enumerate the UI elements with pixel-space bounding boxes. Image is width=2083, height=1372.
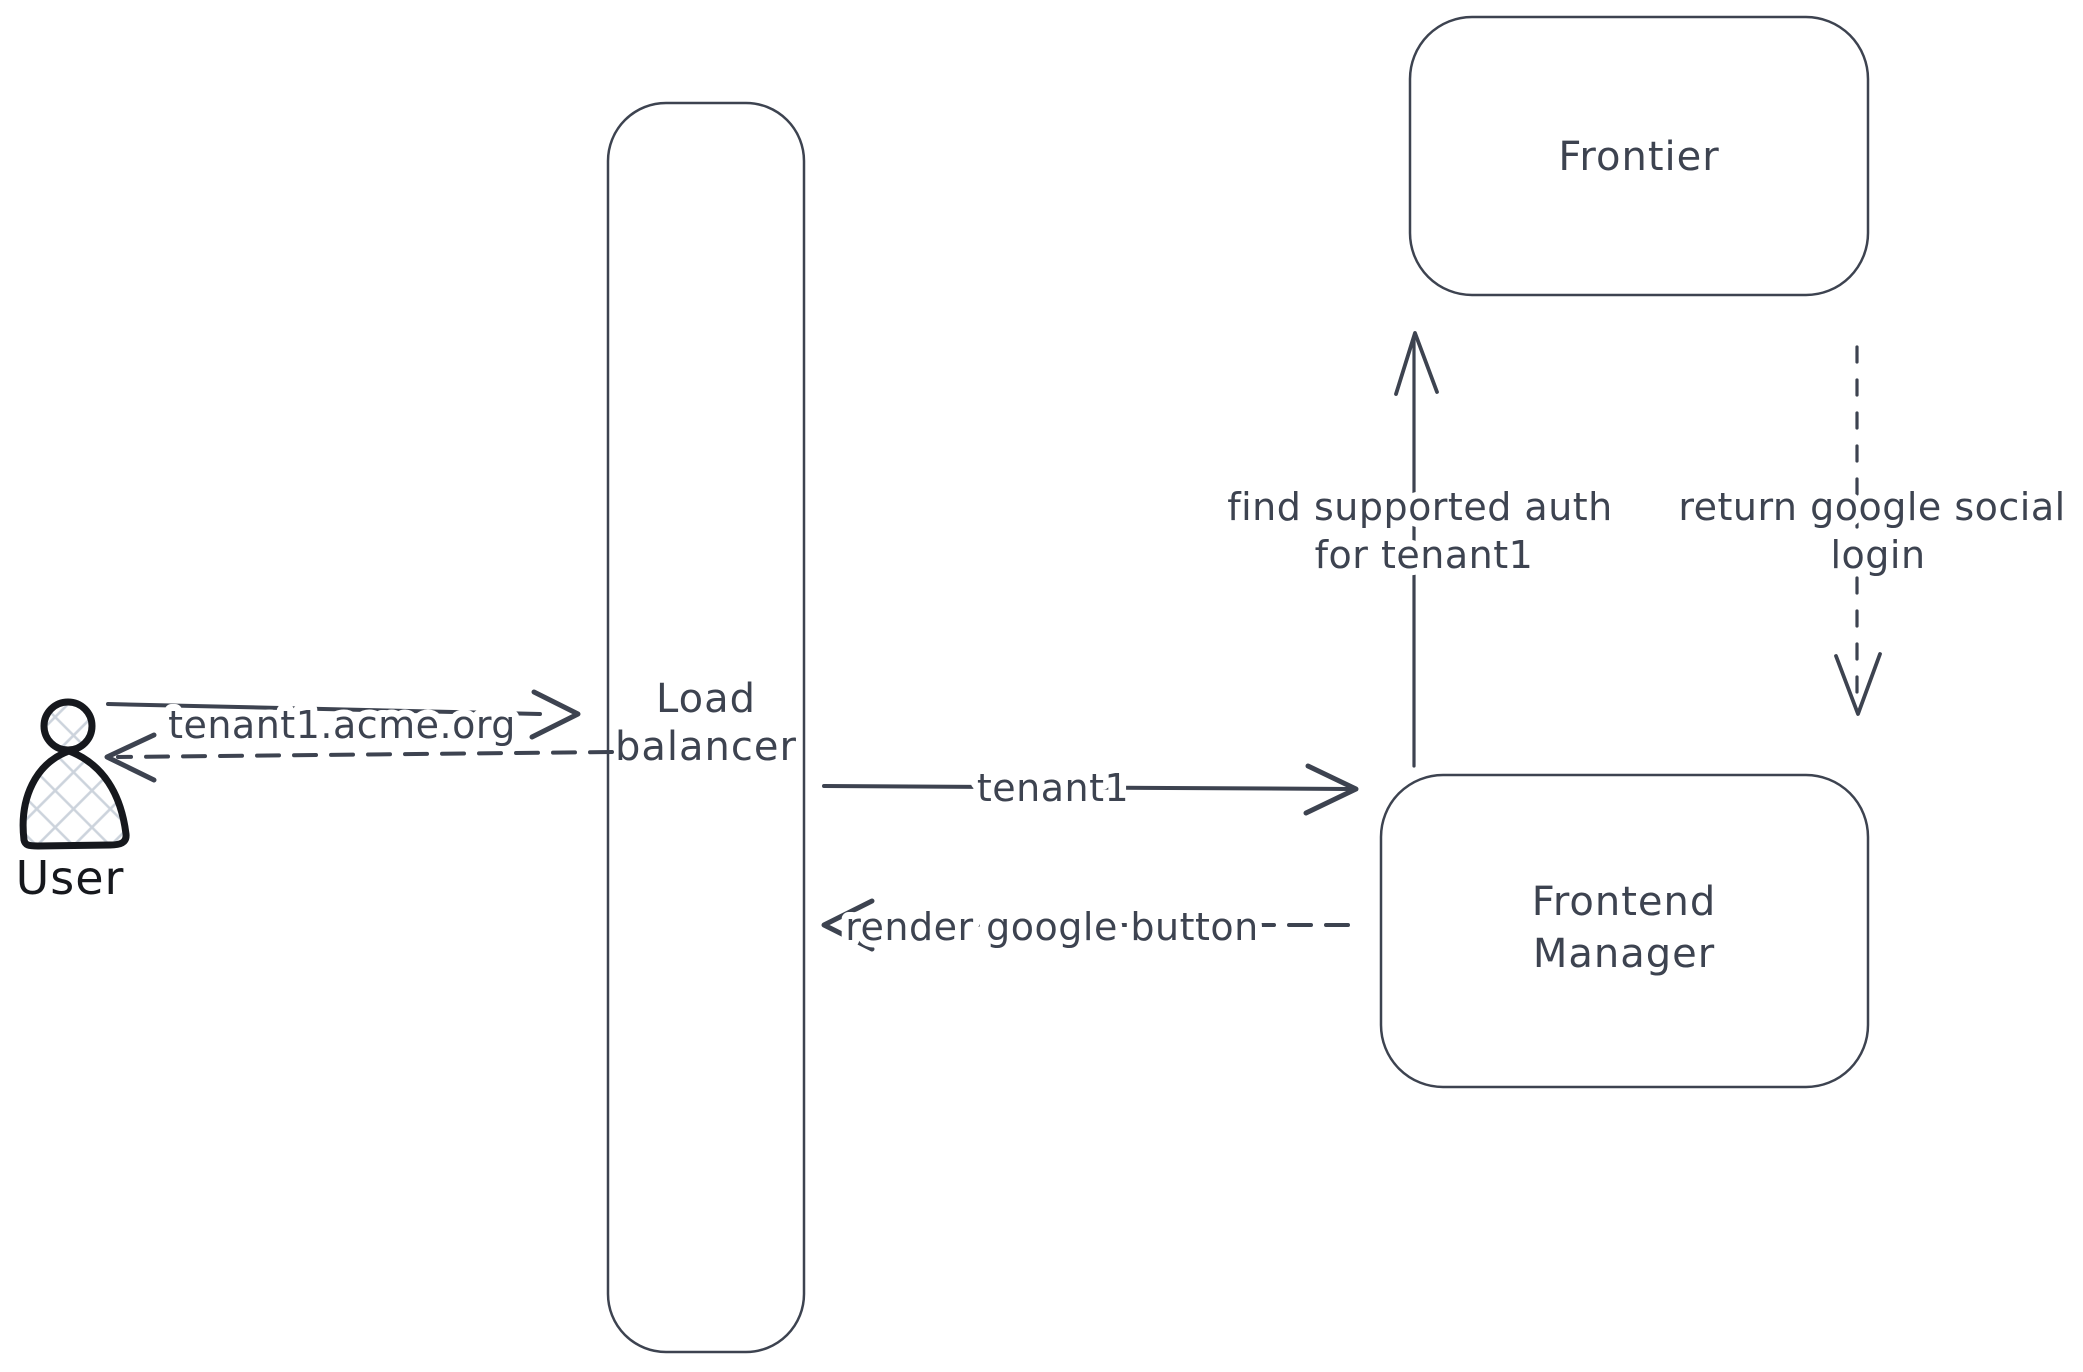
frontier-box [1408,15,1870,297]
load-balancer-label-line2: balancer [615,724,797,770]
arrowhead-right-icon [529,689,581,740]
load-balancer-box [606,101,806,1354]
arrowhead-left-icon [821,898,875,952]
edge-label-return-google-social-line2: login [1830,533,1925,577]
frontier-node: Frontier [1408,15,1870,297]
edge-frontend-manager-to-frontier: find supported auth for tenant1 [1220,331,1619,768]
user-body [19,747,130,850]
frontend-manager-label-line1: Frontend [1532,879,1717,925]
edge-label-find-supported-auth-line1: find supported auth [1227,485,1613,529]
user-label: User [16,851,125,905]
arrow-line [106,702,542,716]
arrowhead-down-icon [1834,652,1882,716]
edge-user-to-load-balancer: tenant1.acme.org [106,689,581,754]
edge-load-balancer-to-user [104,732,614,783]
arrowhead-up-icon [1394,331,1439,396]
edge-label-find-supported-auth-line2: for tenant1 [1315,533,1534,577]
arrowhead-right-icon [1303,763,1359,816]
user-head [40,698,96,754]
edge-label-tenant1-acme-org: tenant1.acme.org [168,703,516,747]
load-balancer-node: Load balancer [606,101,806,1354]
frontend-manager-box [1379,773,1870,1089]
user-icon: User [16,698,130,905]
arrowhead-left-icon [104,732,157,783]
frontend-manager-node: Frontend Manager [1379,773,1870,1089]
edge-frontend-manager-to-load-balancer: render google button [821,898,1350,956]
edge-label-return-google-social-line1: return google social [1678,485,2065,529]
edge-label-tenant1: tenant1 [977,766,1129,810]
edge-label-render-google-button: render google button [845,905,1259,949]
frontier-label: Frontier [1558,134,1719,180]
arrow-line [822,784,1352,791]
load-balancer-label-line1: Load [656,676,756,722]
edge-load-balancer-to-frontend-manager: tenant1 [822,759,1359,817]
frontend-manager-label-line2: Manager [1533,931,1715,977]
arrow-line [116,750,614,759]
edge-frontier-to-frontend-manager: return google social login [1671,345,2072,716]
